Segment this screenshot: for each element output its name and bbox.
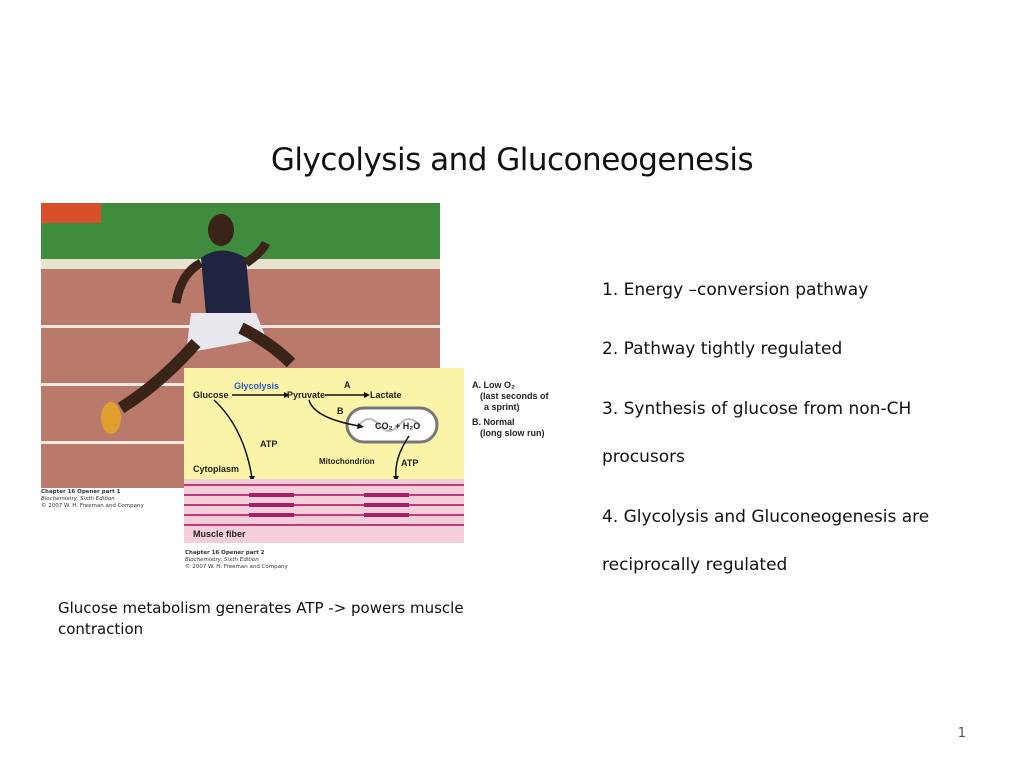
path-b-label: B	[337, 406, 344, 416]
photo-credit: Chapter 16 Opener part 1 Biochemistry, S…	[41, 489, 144, 509]
bullet-item: 1. Energy –conversion pathway	[602, 280, 869, 300]
image-caption: Glucose metabolism generates ATP -> powe…	[58, 599, 464, 638]
muscle-fiber-label: Muscle fiber	[193, 529, 246, 539]
bullet-item: 4. Glycolysis and Gluconeogenesis are	[602, 507, 930, 527]
bullet-item: 2. Pathway tightly regulated	[602, 339, 843, 359]
cytoplasm-label: Cytoplasm	[193, 464, 240, 474]
bullet-item: 3. Synthesis of glucose from non-CH	[602, 399, 912, 419]
glycolysis-label: Glycolysis	[234, 381, 280, 391]
bullet-item-continuation: procusors	[602, 447, 686, 467]
lactate-label: Lactate	[370, 390, 402, 400]
glucose-label: Glucose	[193, 390, 229, 400]
diagram-credit: Chapter 16 Opener part 2 Biochemistry, S…	[185, 550, 288, 570]
atp-left-label: ATP	[260, 439, 278, 449]
slide-title: Glycolysis and Gluconeogenesis	[270, 142, 754, 178]
metabolism-diagram: Glucose Glycolysis Pyruvate Lactate A B …	[184, 368, 464, 543]
page-number: 1	[957, 726, 966, 741]
co2-h2o-label: CO₂ + H₂O	[375, 421, 421, 431]
diagram-side-labels: A. Low O₂ (last seconds of a sprint) B. …	[472, 380, 549, 438]
muscle-fiber-stripes	[184, 479, 464, 543]
atp-right-label: ATP	[401, 458, 419, 468]
pyruvate-label: Pyruvate	[287, 390, 326, 400]
path-a-label: A	[344, 380, 351, 390]
bullet-item-continuation: reciprocally regulated	[602, 555, 788, 575]
mitochondrion-label: Mitochondrion	[319, 457, 375, 466]
